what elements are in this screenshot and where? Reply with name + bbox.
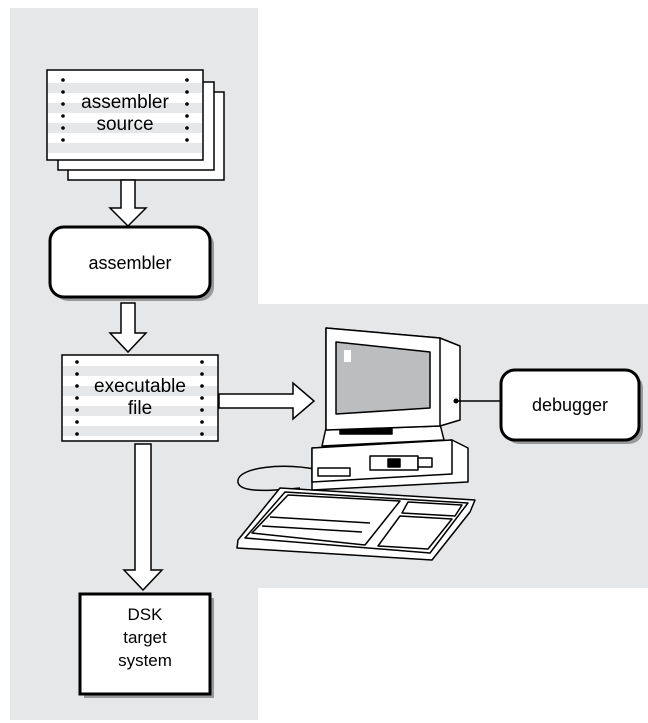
arrow-source-to-assembler	[108, 179, 148, 228]
executable-file-document: executable file	[61, 354, 219, 442]
arrow-executable-to-dsk	[122, 443, 164, 592]
debugger-connector-end	[453, 398, 459, 404]
assembler-source-label-line1: assembler	[81, 92, 169, 113]
arrow-assembler-to-executable	[108, 302, 148, 354]
assembler-source-document: assembler source	[46, 69, 225, 181]
executable-file-label-line1: executable	[94, 376, 186, 397]
debugger-box: debugger	[499, 368, 643, 444]
dsk-label-line1: DSK	[128, 605, 164, 624]
executable-file-label-line2: file	[128, 398, 152, 419]
dsk-target-box: DSK target system	[78, 592, 214, 698]
debugger-label: debugger	[532, 395, 608, 415]
assembler-source-label-line2: source	[96, 114, 153, 135]
dsk-label-line2: target	[123, 628, 167, 647]
arrow-executable-to-computer	[218, 381, 316, 421]
assembler-label: assembler	[88, 253, 171, 273]
dsk-label-line3: system	[118, 651, 172, 670]
assembler-box: assembler	[48, 225, 214, 301]
computer-icon	[236, 327, 476, 561]
